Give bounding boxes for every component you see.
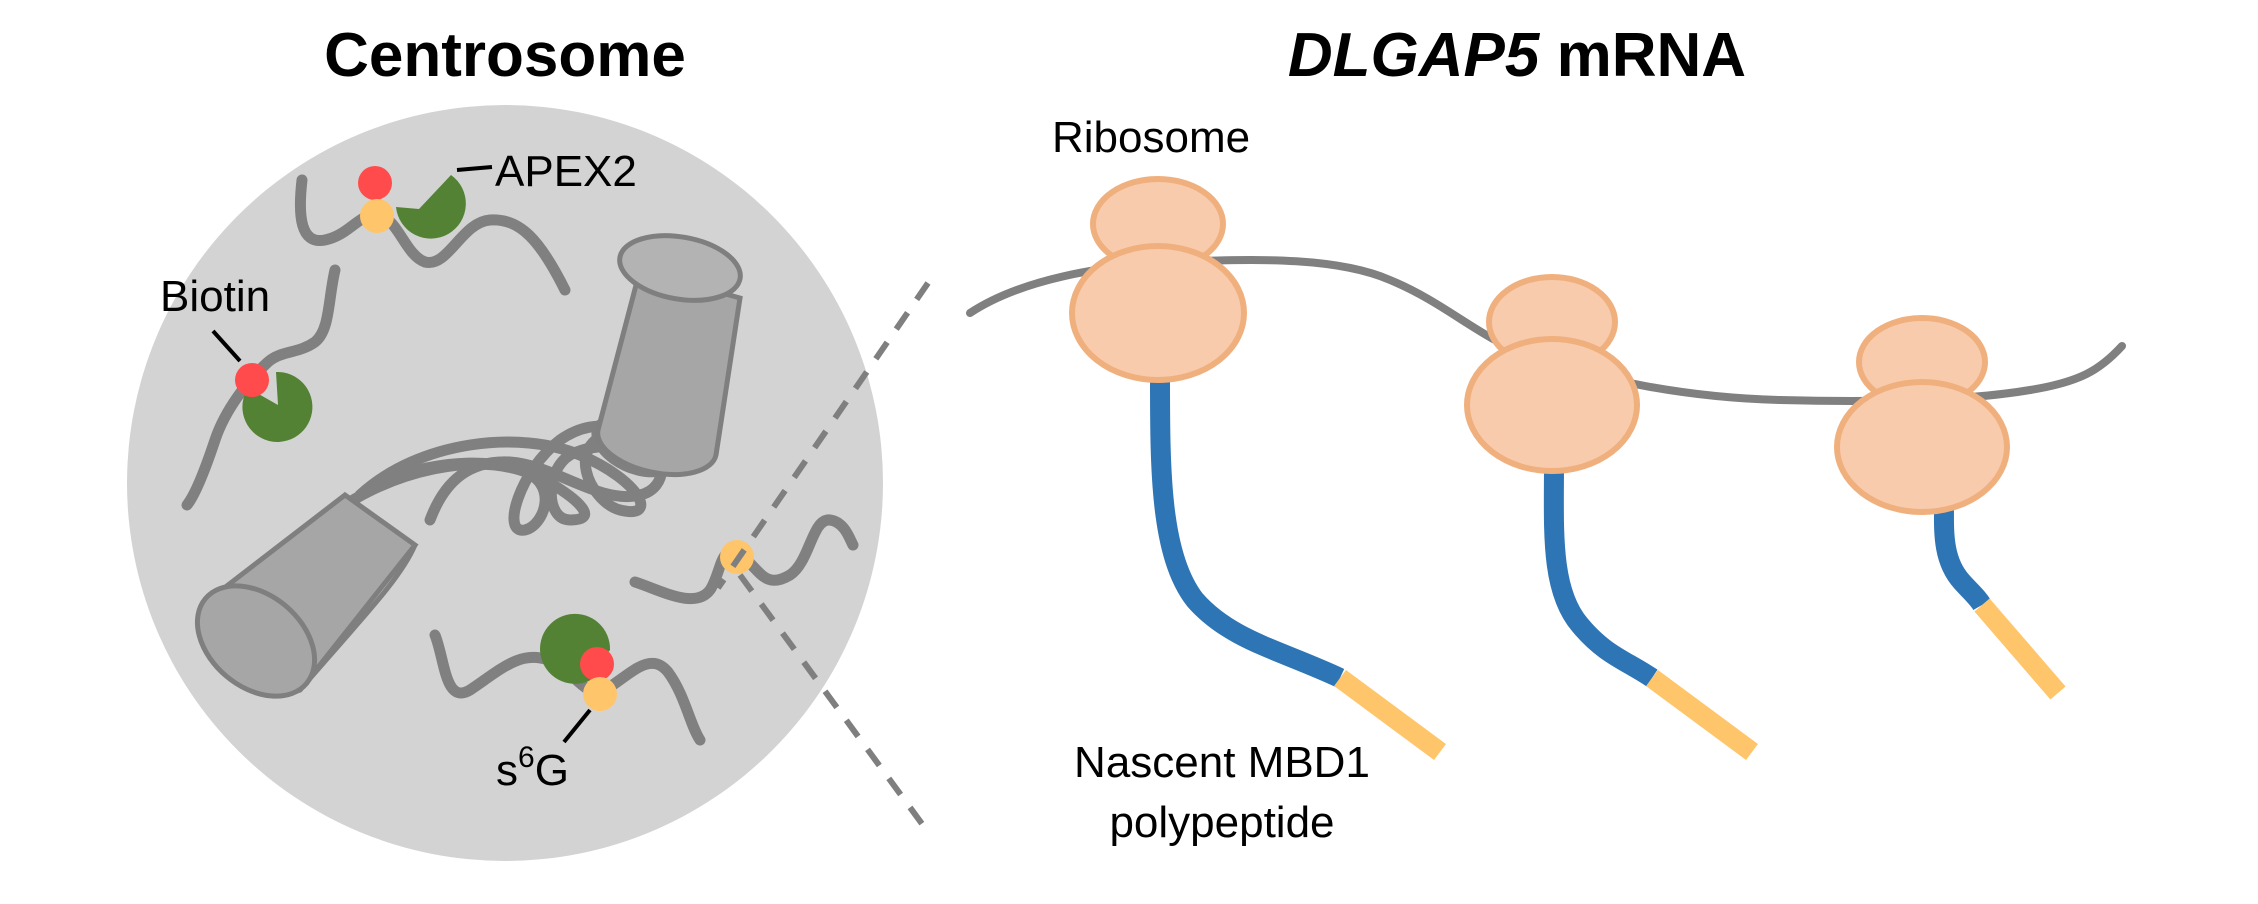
centrosome-title: Centrosome xyxy=(324,21,686,90)
s6g-dot xyxy=(583,677,617,711)
centriole-upper xyxy=(595,233,743,478)
polypeptide-tip-3 xyxy=(1974,598,2066,700)
apex2-enzyme-left xyxy=(242,371,313,442)
ribosome-1 xyxy=(1069,176,1247,383)
rna-strand-right xyxy=(629,514,859,605)
centrosome-panel: Centrosome APEX xyxy=(127,21,883,861)
polypeptide-tip-2 xyxy=(1646,669,1758,761)
s6g-dot xyxy=(360,199,394,233)
centriole-lower xyxy=(194,491,419,699)
biotin-dot xyxy=(358,166,392,200)
biotin-label: Biotin xyxy=(160,272,270,321)
apex2-enzyme-top xyxy=(396,175,466,239)
biotin-dot xyxy=(235,363,269,397)
centriole-filament xyxy=(339,420,646,536)
rna-strand-left xyxy=(181,264,341,511)
ribosome-3 xyxy=(1834,315,2010,515)
mrna-title: DLGAP5 mRNA xyxy=(1288,21,1746,90)
divider-line-lower xyxy=(737,573,931,834)
divider-line-upper xyxy=(715,281,931,590)
biotin-dot xyxy=(580,647,614,681)
nascent-label-line1: Nascent MBD1 xyxy=(1074,738,1370,787)
polypeptide-3 xyxy=(1933,503,1991,611)
polypeptide-tip-1 xyxy=(1334,669,1446,761)
polypeptide-2 xyxy=(1543,461,1658,687)
rna-strand-top xyxy=(294,174,571,296)
apex2-leader xyxy=(456,165,493,172)
mrna-panel: DLGAP5 mRNA Ribosome Nascent MBD1 polype… xyxy=(966,21,2126,847)
ribosome-label: Ribosome xyxy=(1052,113,1250,162)
polypeptide-1 xyxy=(1150,374,1345,688)
s6g-leader xyxy=(562,708,592,744)
biotin-leader xyxy=(211,329,242,363)
ribosome-2 xyxy=(1464,274,1640,474)
apex2-label: APEX2 xyxy=(495,147,637,196)
s6g-label: s6G xyxy=(496,741,569,795)
nascent-label-line2: polypeptide xyxy=(1109,798,1334,847)
